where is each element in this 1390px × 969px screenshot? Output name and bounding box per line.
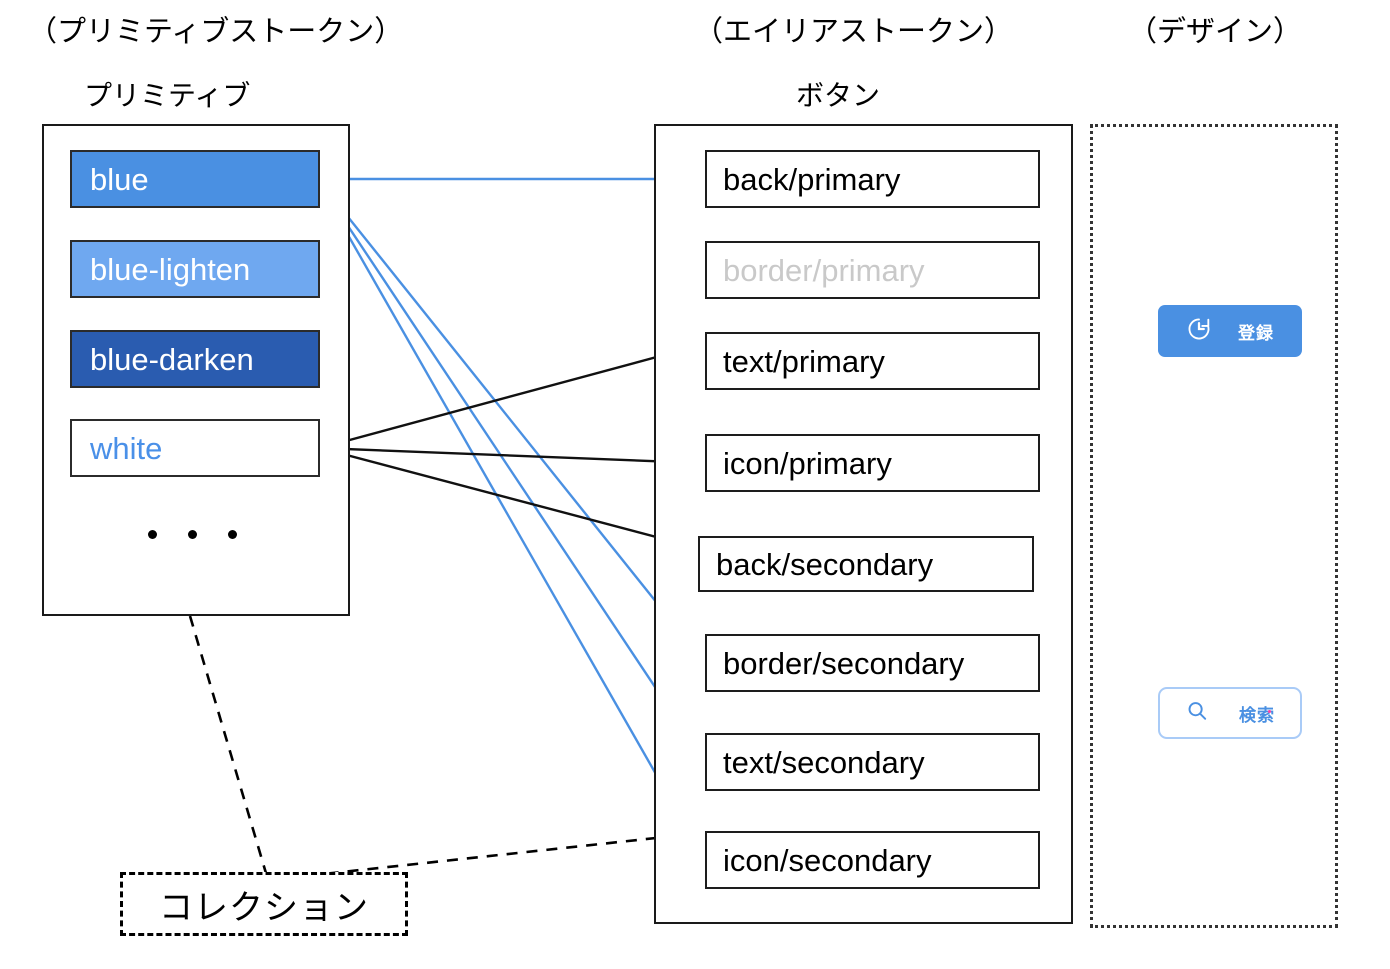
alias-token-back-primary[interactable]: back/primary	[705, 150, 1040, 208]
primitive-token-blue-darken[interactable]: blue-darken	[70, 330, 320, 388]
primitive-ellipsis	[148, 530, 237, 539]
alias-token-border-primary[interactable]: border/primary	[705, 241, 1040, 299]
primitive-column-caption: （プリミティブストークン）	[28, 16, 404, 48]
search-icon	[1185, 699, 1209, 728]
alias-token-border-secondary[interactable]: border/secondary	[705, 634, 1040, 692]
search-button-label: 検索	[1239, 705, 1275, 725]
alias-column-subcaption: ボタン	[796, 80, 881, 111]
collection-connector-group	[188, 615, 657, 882]
alias-token-icon-primary[interactable]: icon/primary	[705, 434, 1040, 492]
primitive-token-blue[interactable]: blue	[70, 150, 320, 208]
ellipsis-dot	[148, 530, 157, 539]
ellipsis-dot	[188, 530, 197, 539]
primitive-token-white[interactable]: white	[70, 419, 320, 477]
blue-connector-group	[318, 177, 707, 861]
alias-column-caption: （エイリアストークン）	[694, 16, 1014, 48]
ellipsis-dot	[228, 530, 237, 539]
register-button[interactable]: 登録	[1158, 305, 1302, 357]
white-connector-group	[319, 343, 702, 550]
search-button[interactable]: 検索	[1158, 687, 1302, 739]
collection-box[interactable]: コレクション	[120, 872, 408, 936]
alias-token-text-secondary[interactable]: text/secondary	[705, 733, 1040, 791]
primitive-token-blue-lighten[interactable]: blue-lighten	[70, 240, 320, 298]
design-frame	[1090, 124, 1338, 928]
alias-token-text-primary[interactable]: text/primary	[705, 332, 1040, 390]
refresh-clock-icon	[1186, 316, 1212, 347]
alias-token-back-secondary[interactable]: back/secondary	[698, 536, 1034, 592]
register-button-label: 登録	[1238, 323, 1274, 343]
alias-token-icon-secondary[interactable]: icon/secondary	[705, 831, 1040, 889]
design-column-caption: （デザイン）	[1128, 16, 1303, 48]
primitive-column-subcaption: プリミティブ	[84, 80, 251, 111]
search-accent-dot	[1268, 710, 1271, 713]
